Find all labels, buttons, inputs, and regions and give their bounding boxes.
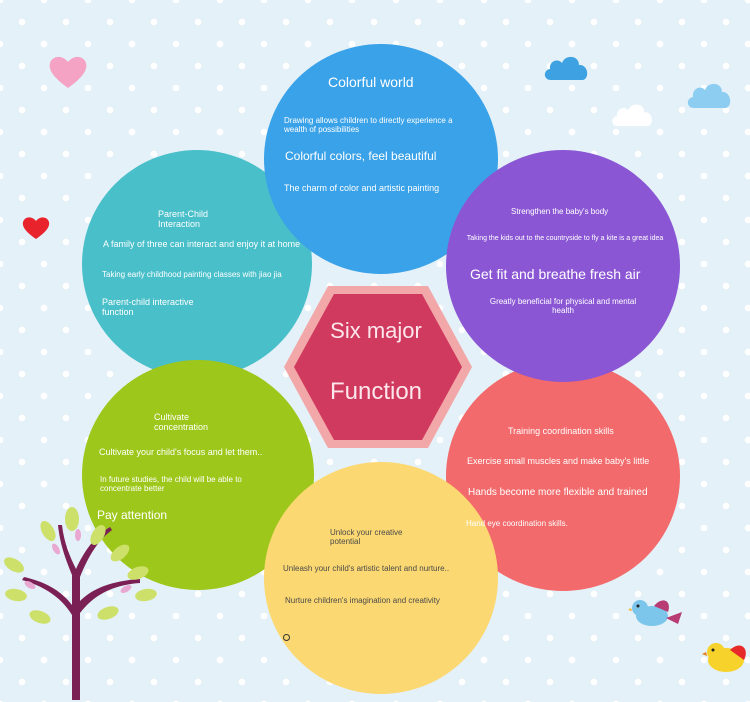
red-heart-icon <box>22 217 50 239</box>
pink-heart-icon <box>49 56 87 88</box>
strengthen-body-text-2: Get fit and breathe fresh air <box>470 266 641 282</box>
coordination-text-3: Hand eye coordination skills. <box>466 519 568 528</box>
creative-text-2: Nurture children's imagination and creat… <box>285 596 440 605</box>
creative-circle <box>264 462 498 694</box>
bird-icon <box>702 643 746 672</box>
parent-child-title: Parent-Child Interaction <box>158 209 209 230</box>
center-title-line1: Six major <box>330 318 422 343</box>
creative-title: Unlock your creative potential <box>330 528 403 547</box>
center-hexagon <box>284 286 472 448</box>
strengthen-body-text-3: Greatly beneficial for physical and ment… <box>489 297 637 316</box>
colorful-world-text-2: Colorful colors, feel beautiful <box>285 149 437 163</box>
strengthen-body-circle <box>446 150 680 382</box>
coordination-title: Training coordination skills <box>508 426 614 436</box>
bird-icon <box>628 600 682 626</box>
concentration-title: Cultivate concentration <box>154 412 209 433</box>
colorful-world-text-1: Drawing allows children to directly expe… <box>284 116 453 135</box>
cloud-icon <box>612 104 652 127</box>
cloud-icon <box>544 56 588 80</box>
concentration-text-2: In future studies, the child will be abl… <box>100 475 242 494</box>
tree-icon <box>4 507 157 700</box>
coordination-text-2: Hands become more flexible and trained <box>468 487 648 498</box>
cloud-icon <box>687 83 731 108</box>
concentration-text-1: Cultivate your child's focus and let the… <box>99 447 263 457</box>
coordination-text-1: Exercise small muscles and make baby's l… <box>467 456 650 466</box>
center-title-line2: Function <box>329 378 423 405</box>
bullet-dot-icon <box>283 634 290 641</box>
parent-child-text-1: A family of three can interact and enjoy… <box>103 239 301 249</box>
creative-text-1: Unleash your child's artistic talent and… <box>283 564 450 573</box>
parent-child-text-3: Parent-child interactive function <box>102 297 194 318</box>
concentration-text-3: Pay attention <box>97 508 168 522</box>
colorful-world-text-3: The charm of color and artistic painting <box>284 183 440 193</box>
strengthen-body-text-1: Taking the kids out to the countryside t… <box>466 235 664 242</box>
parent-child-text-2: Taking early childhood painting classes … <box>102 270 282 279</box>
colorful-world-title: Colorful world <box>328 74 414 90</box>
strengthen-body-title: Strengthen the baby's body <box>511 207 609 216</box>
